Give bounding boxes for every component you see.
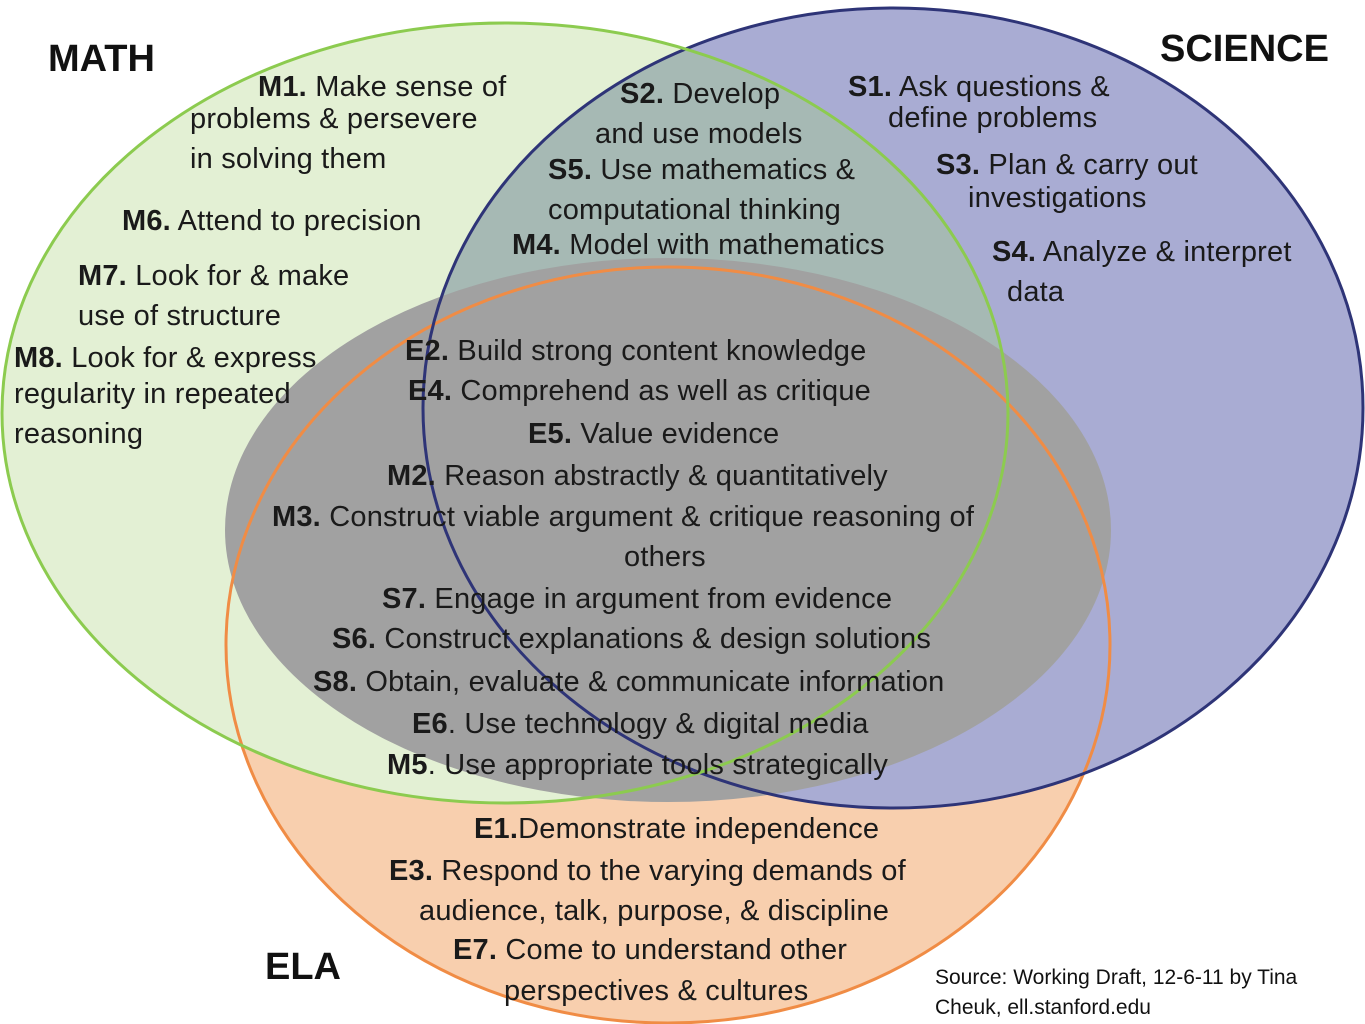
- item-e6: E6. Use technology & digital media: [412, 708, 869, 740]
- item-e1: E1.Demonstrate independence: [474, 813, 880, 845]
- item-s5-line2: computational thinking: [548, 194, 841, 226]
- item-e3-line1: E3. Respond to the varying demands of: [389, 855, 906, 887]
- source-line1: Source: Working Draft, 12-6-11 by Tina: [935, 966, 1298, 989]
- item-m2: M2. Reason abstractly & quantitatively: [387, 460, 888, 492]
- item-s5-line1: S5. Use mathematics &: [548, 154, 856, 186]
- math-label: MATH: [48, 38, 155, 80]
- item-s8: S8. Obtain, evaluate & communicate infor…: [313, 666, 945, 698]
- item-e5: E5. Value evidence: [528, 418, 780, 450]
- item-m8-line3: reasoning: [14, 418, 144, 450]
- item-m5: M5. Use appropriate tools strategically: [387, 749, 889, 781]
- item-s7: S7. Engage in argument from evidence: [382, 583, 893, 615]
- item-e3-line2: audience, talk, purpose, & discipline: [419, 895, 890, 927]
- item-m7-line2: use of structure: [78, 300, 282, 332]
- ela-label: ELA: [265, 946, 341, 988]
- item-m6: M6. Attend to precision: [122, 205, 422, 237]
- item-s3-line2: investigations: [968, 182, 1147, 214]
- item-e4: E4. Comprehend as well as critique: [408, 375, 871, 407]
- item-s1-line2: define problems: [888, 102, 1098, 134]
- item-e2: E2. Build strong content knowledge: [405, 335, 867, 367]
- science-label: SCIENCE: [1160, 28, 1329, 70]
- item-e7-line1: E7. Come to understand other: [453, 934, 848, 966]
- item-s2-line1: S2. Develop: [620, 78, 781, 110]
- item-s4-line1: S4. Analyze & interpret: [992, 236, 1292, 268]
- item-e7-line2: perspectives & cultures: [504, 975, 809, 1007]
- science-outline: [421, 6, 1365, 810]
- source-line2: Cheuk, ell.stanford.edu: [935, 996, 1151, 1019]
- item-s3-line1: S3. Plan & carry out: [936, 149, 1198, 181]
- math-outline: [0, 21, 1010, 805]
- item-m7-line1: M7. Look for & make: [78, 260, 350, 292]
- item-m8-line1: M8. Look for & express: [14, 342, 317, 374]
- item-m1-line1: M1. Make sense of: [258, 71, 507, 103]
- ela-outline: [224, 265, 1112, 1024]
- item-s1-line1: S1. Ask questions &: [848, 71, 1110, 103]
- item-m3-line2: others: [624, 541, 706, 573]
- item-s2-line2: and use models: [595, 118, 803, 150]
- item-m8-line2: regularity in repeated: [14, 378, 291, 410]
- item-s4-line2: data: [1007, 276, 1065, 308]
- item-m1-line2: problems & persevere: [190, 103, 478, 135]
- item-m3-line1: M3. Construct viable argument & critique…: [272, 501, 975, 533]
- item-m1-line3: in solving them: [190, 143, 387, 175]
- item-s6: S6. Construct explanations & design solu…: [332, 623, 932, 655]
- item-m4: M4. Model with mathematics: [512, 229, 885, 261]
